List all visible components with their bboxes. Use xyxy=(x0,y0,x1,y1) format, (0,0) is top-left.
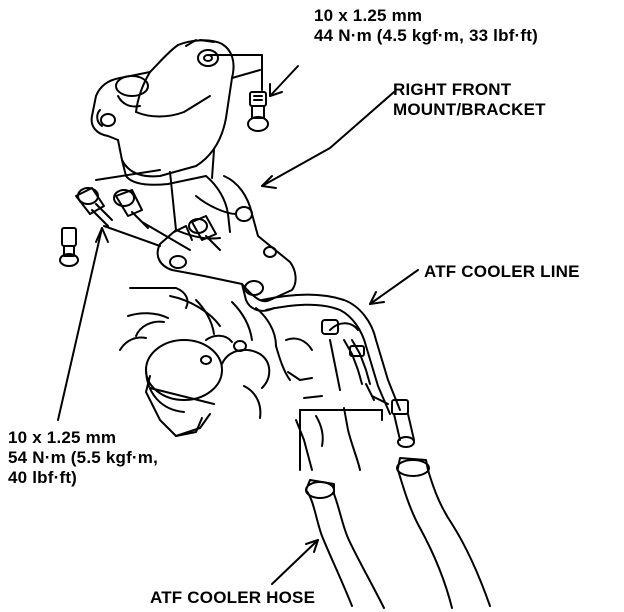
lower-bolt-torque-text-cont: 40 lbf·ft) xyxy=(8,468,78,487)
mount-bracket-leader-arrow xyxy=(261,91,395,187)
mount-bracket-line2: MOUNT/BRACKET xyxy=(393,100,546,119)
atf-cooler-line-label: ATF COOLER LINE xyxy=(424,262,580,282)
mount-bracket-illustration xyxy=(90,39,263,186)
top-bolt-torque-label: 10 x 1.25 mm 44 N·m (4.5 kgf·m, 33 lbf·f… xyxy=(314,6,538,46)
clamp-guides-illustration xyxy=(299,409,383,471)
leader-arrows xyxy=(57,65,419,585)
atf-cooler-hose-text: ATF COOLER HOSE xyxy=(150,588,316,607)
top-bolt-arrowhead xyxy=(269,83,283,97)
atf-cooler-hose-arrowhead xyxy=(305,539,319,553)
top-bolt-leader-arrow xyxy=(269,65,299,97)
lower-bolt-leader-arrow xyxy=(57,227,103,421)
top-bolt-size-text: 10 x 1.25 mm xyxy=(314,6,423,25)
lower-bolt-arrowhead xyxy=(95,227,109,243)
top-bolt-torque-text: 44 N·m (4.5 kgf·m, 33 lbf·ft) xyxy=(314,26,538,45)
atf-cooler-line-text: ATF COOLER LINE xyxy=(424,262,580,281)
lower-bolt-size-text: 10 x 1.25 mm xyxy=(8,428,117,447)
engine-lower-illustration xyxy=(119,287,361,471)
bolts-illustration xyxy=(59,91,269,267)
atf-cooler-line-leader-arrow xyxy=(369,269,419,305)
lower-bolt-torque-text: 54 N·m (5.5 kgf·m, xyxy=(8,448,159,467)
mount-bracket-line1: RIGHT FRONT xyxy=(393,80,512,99)
lower-bracket-illustration xyxy=(156,149,297,312)
atf-cooler-hose-leader-arrow xyxy=(271,539,319,585)
mount-bracket-label: RIGHT FRONT MOUNT/BRACKET xyxy=(393,80,546,120)
atf-cooler-hose-label: ATF COOLER HOSE xyxy=(150,588,315,608)
mount-bracket-arrowhead xyxy=(261,175,277,189)
atf-cooler-hose-illustration xyxy=(305,457,491,609)
atf-cooler-line-arrowhead xyxy=(369,291,385,305)
lower-bolt-torque-label: 10 x 1.25 mm 54 N·m (5.5 kgf·m, 40 lbf·f… xyxy=(8,428,158,488)
atf-cooler-line-illustration xyxy=(261,293,415,448)
